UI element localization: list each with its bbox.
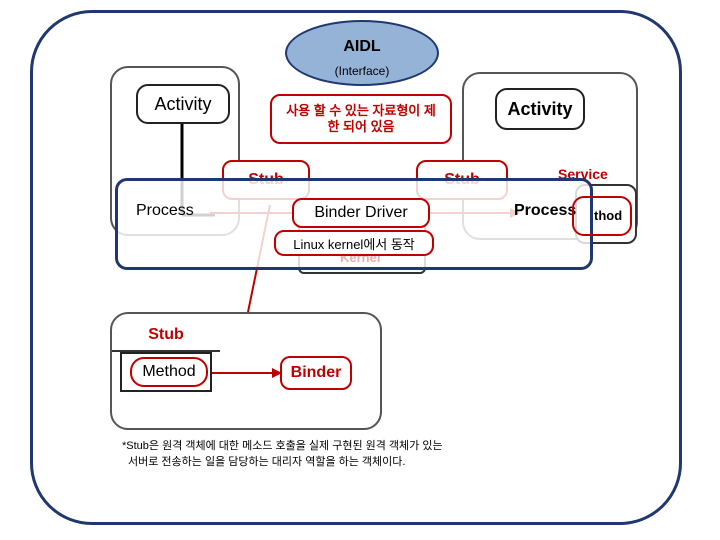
legend-stub: Stub [112, 320, 220, 352]
restriction-note: 사용 할 수 있는 자료형이 제한 되어 있음 [270, 94, 452, 144]
footnote-line-1: *Stub은 원격 객체에 대한 메소드 호출을 실제 구현된 원격 객체가 있… [122, 440, 443, 452]
method-binder-arrowhead [272, 368, 282, 378]
legend-stub-label: Stub [148, 326, 184, 343]
restriction-note-text: 사용 할 수 있는 자료형이 제한 되어 있음 [286, 103, 436, 134]
legend-binder-box: Binder [280, 356, 352, 390]
footnote: *Stub은 원격 객체에 대한 메소드 호출을 실제 구현된 원격 객체가 있… [122, 438, 562, 470]
right-method-outline [572, 196, 632, 236]
outer-frame [30, 10, 682, 525]
legend-method-frame [120, 352, 212, 392]
aidl-subtitle: (Interface) [334, 64, 390, 78]
aidl-ellipse [285, 20, 439, 86]
aidl-title: AIDL [343, 38, 381, 55]
activity-left-box: Activity [136, 84, 230, 124]
footnote-line-2: 서버로 전송하는 일을 담당하는 대리자 역할을 하는 객체이다. [128, 456, 406, 468]
binder-driver-box: Binder Driver [292, 198, 430, 228]
activity-right-label: Activity [507, 98, 573, 119]
activity-right-box: Activity [495, 88, 585, 130]
linux-kernel-label: Linux kernel에서 동작 [293, 236, 415, 252]
linux-kernel-box: Linux kernel에서 동작 [274, 230, 434, 256]
legend-method-box: Method [130, 357, 208, 387]
activity-left-label: Activity [154, 93, 212, 114]
process-right-label: Process [514, 202, 577, 219]
binder-driver-label: Binder Driver [314, 204, 408, 221]
process-left-label: Process [136, 202, 194, 219]
legend-method-label: Method [142, 363, 196, 380]
method-clip-label: thod [594, 208, 623, 223]
legend-binder-label: Binder [290, 364, 342, 381]
legend-frame [110, 312, 382, 430]
